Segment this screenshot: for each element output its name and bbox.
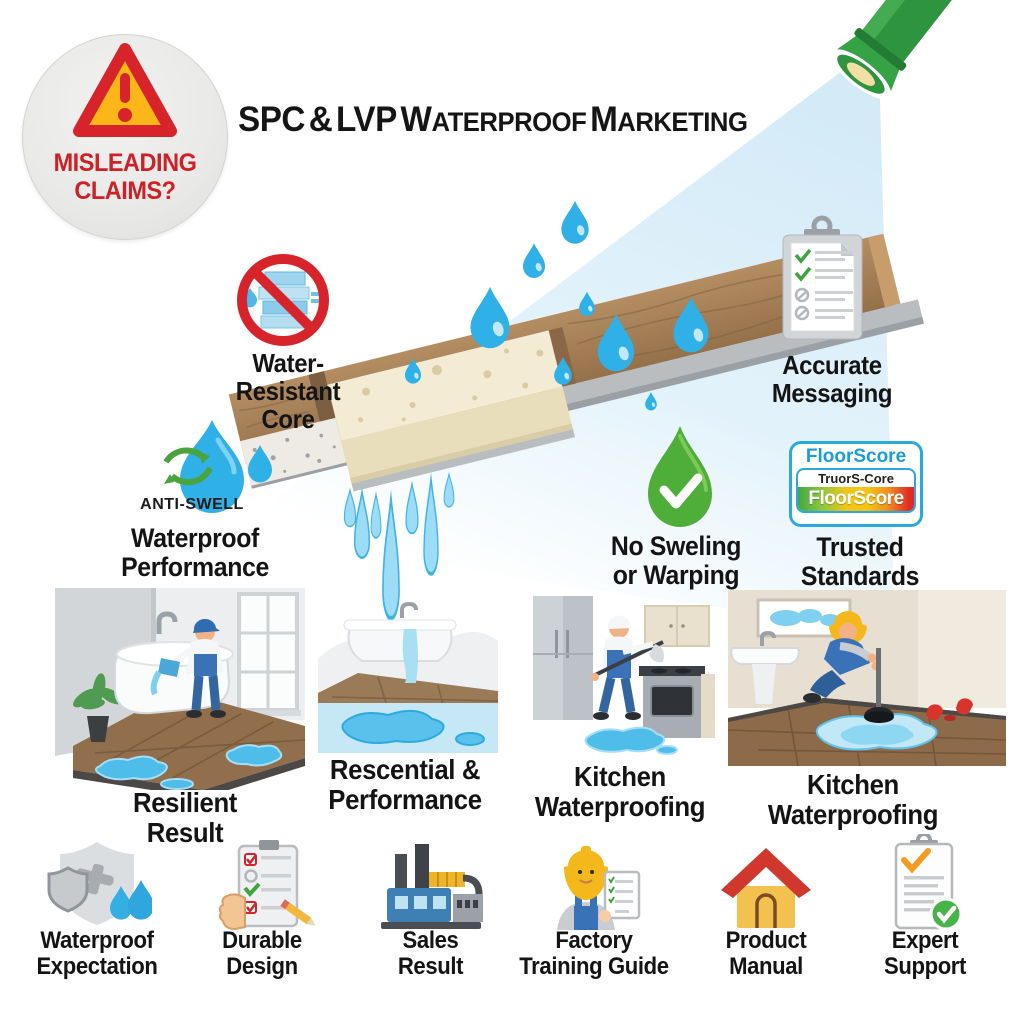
plunger — [864, 648, 894, 723]
water-puddles — [95, 744, 283, 790]
residential-performance-label: Rescential & Performance — [328, 754, 482, 815]
trusted-standards-label: Trusted Standards — [800, 532, 920, 591]
worker — [803, 611, 881, 703]
spilled-cups — [926, 698, 973, 721]
house-icon — [721, 848, 811, 928]
overflowing-tub-floor-scene — [318, 601, 498, 753]
misleading-claims-badge: MISLEADING CLAIMS? — [22, 34, 228, 240]
sales-result-label: Sales Result — [397, 927, 464, 980]
page-title: SPC & LVP WATERPROOF MARKETING — [238, 100, 748, 139]
floorscore-logo-bar-text: FloorScore — [798, 487, 914, 511]
floor-plunger-worker-scene — [728, 590, 1006, 766]
puddle — [584, 726, 678, 755]
cabinets — [644, 605, 710, 647]
tub — [343, 601, 457, 662]
water-resistant-core-label: Water-Resistant Core — [235, 348, 341, 434]
clipboard-hand-icon — [218, 840, 316, 930]
puddle — [815, 713, 938, 751]
worker — [150, 618, 226, 718]
accurate-messaging-label: Accurate Messaging — [771, 350, 893, 408]
durable-design-label: Durable Design — [222, 927, 302, 980]
badge-text-line1: MISLEADING — [53, 149, 197, 177]
kitchen-waterproofing-label-1: Kitchen Waterproofing — [534, 761, 706, 822]
floorscore-logo: FloorScore TruorS-Core FloorScore — [789, 441, 923, 527]
green-drop-check-icon — [648, 426, 712, 527]
sink — [730, 630, 800, 704]
bathroom-tub-worker-scene — [55, 588, 305, 790]
worker — [591, 615, 664, 720]
clipboard-check-icon — [894, 834, 963, 931]
factory-icon — [381, 844, 483, 929]
kitchen-waterproofing-label-2: Kitchen Waterproofing — [767, 769, 939, 830]
big-puddle — [341, 709, 485, 746]
window — [235, 592, 301, 716]
kitchen-mopping-worker-scene — [533, 596, 715, 755]
spotlight-icon — [830, 0, 955, 100]
warning-triangle-icon — [73, 43, 177, 137]
waterproof-expectation-label: Waterproof Expectation — [36, 927, 158, 980]
trainer-worker-icon — [557, 846, 641, 930]
resilient-result-label: Resilient Result — [132, 787, 238, 848]
anti-swell-text: ANTI-SWELL — [140, 496, 244, 513]
anti-swell-drop-icon — [163, 420, 272, 513]
floorscore-logo-top-text: FloorScore — [805, 446, 907, 467]
no-water-resistant-core-icon — [237, 254, 329, 346]
badge-text-line2: CLAIMS? — [74, 177, 176, 205]
shield-drops-icon — [47, 842, 152, 925]
spc-core-layer — [327, 330, 563, 442]
no-swelling-label: No Sweling or Warping — [610, 531, 742, 590]
checklist-clipboard-icon — [782, 215, 863, 340]
product-manual-label: Product Manual — [725, 927, 807, 980]
water-stream — [402, 629, 418, 683]
factory-training-guide-label: Factory Training Guide — [519, 927, 669, 980]
waterproof-performance-label: Waterproof Performance — [121, 523, 269, 582]
flooring-plank — [228, 233, 924, 492]
expert-support-label: Expert Support — [883, 927, 967, 980]
fridge — [533, 596, 593, 720]
floorscore-logo-middle-text: TruorS-Core — [818, 471, 894, 486]
stove — [639, 666, 715, 738]
